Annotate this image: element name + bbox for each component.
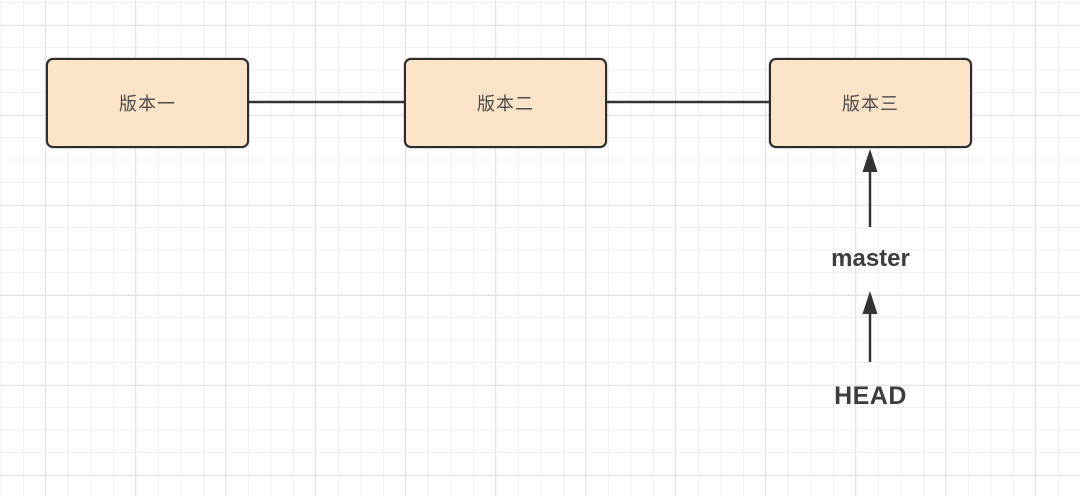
node-version-3-label: 版本三 <box>842 94 899 114</box>
node-version-3: 版本三 <box>769 58 972 148</box>
node-version-1-label: 版本一 <box>119 94 176 114</box>
node-version-2: 版本二 <box>404 58 607 148</box>
node-version-1: 版本一 <box>46 58 249 148</box>
node-version-2-label: 版本二 <box>477 94 534 114</box>
arrow-up-master-to-version3-icon <box>862 149 878 227</box>
head-pointer-label: HEAD <box>834 382 907 410</box>
master-branch-label: master <box>831 245 910 272</box>
arrow-up-head-to-master-icon <box>862 291 878 362</box>
